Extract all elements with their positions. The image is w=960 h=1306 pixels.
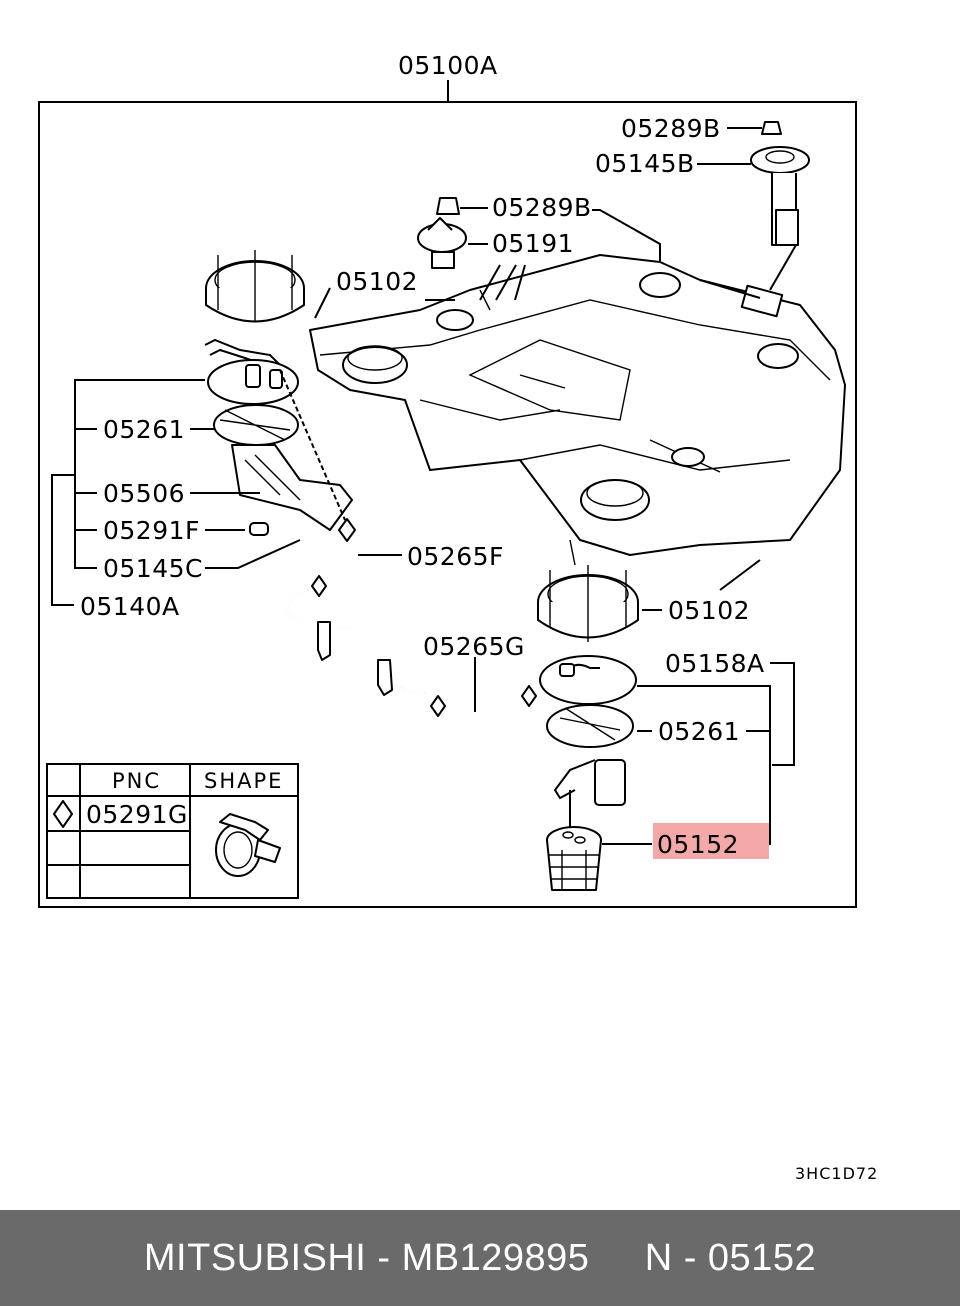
label-ring-lower-right: 05102	[668, 596, 750, 625]
diamond-marker-3	[430, 695, 446, 717]
highlight-box	[653, 823, 769, 859]
label-ring-upper-left: 05102	[336, 267, 418, 296]
diamond-icon	[53, 800, 73, 828]
fuel-pipe	[283, 588, 426, 696]
footer-part-info: MITSUBISHI - MB129895 N - 05152	[143, 1236, 817, 1279]
label-highlight-part: 05152	[657, 830, 739, 859]
fuel-tank	[309, 254, 846, 566]
filler-cap	[417, 197, 661, 301]
fuel-tank-parts-diagram: 05100A 05289B 05145B	[38, 51, 878, 1183]
sender-unit-top-right	[697, 121, 810, 318]
diamond-marker-4	[521, 685, 537, 707]
diagram-code: 3HC1D72	[795, 1164, 878, 1183]
label-hose-g: 05265G	[423, 632, 525, 661]
label-nut-top-right: 05289B	[621, 114, 721, 143]
label-sender-left: 05145C	[103, 554, 203, 583]
diamond-marker-1	[338, 518, 356, 542]
label-assembly-left: 05140A	[80, 592, 180, 621]
table-header-shape: SHAPE	[204, 769, 283, 793]
clamp-shape-icon	[215, 813, 281, 877]
label-nut-center: 05289B	[492, 193, 592, 222]
hose-05265f	[332, 545, 402, 583]
footer-bar: MITSUBISHI - MB129895 N - 05152	[0, 1210, 960, 1306]
label-sender-top-right: 05145B	[595, 149, 695, 178]
clip-05291f	[249, 522, 269, 536]
label-clip-left: 05291F	[103, 516, 200, 545]
fuel-filter-05152	[546, 826, 602, 891]
label-gasket-lower-right: 05261	[658, 717, 740, 746]
pnc-shape-table	[46, 763, 299, 899]
label-hose-f: 05265F	[407, 542, 504, 571]
lock-ring-upper-left	[205, 250, 305, 323]
label-bracket-left: 05506	[103, 479, 185, 508]
lock-ring-lower-right	[537, 565, 639, 642]
table-header-pnc: PNC	[112, 769, 161, 793]
label-assembly: 05100A	[398, 51, 498, 80]
label-cap-center: 05191	[492, 229, 574, 258]
sender-assembly-left	[204, 338, 353, 531]
diamond-marker-2	[311, 575, 327, 597]
table-cell-pnc: 05291G	[86, 800, 188, 829]
hose-05265g	[450, 657, 523, 727]
pump-assembly-lower-right	[539, 655, 637, 830]
label-pump-assembly: 05158A	[665, 649, 765, 678]
label-gasket-upper-left: 05261	[103, 415, 185, 444]
